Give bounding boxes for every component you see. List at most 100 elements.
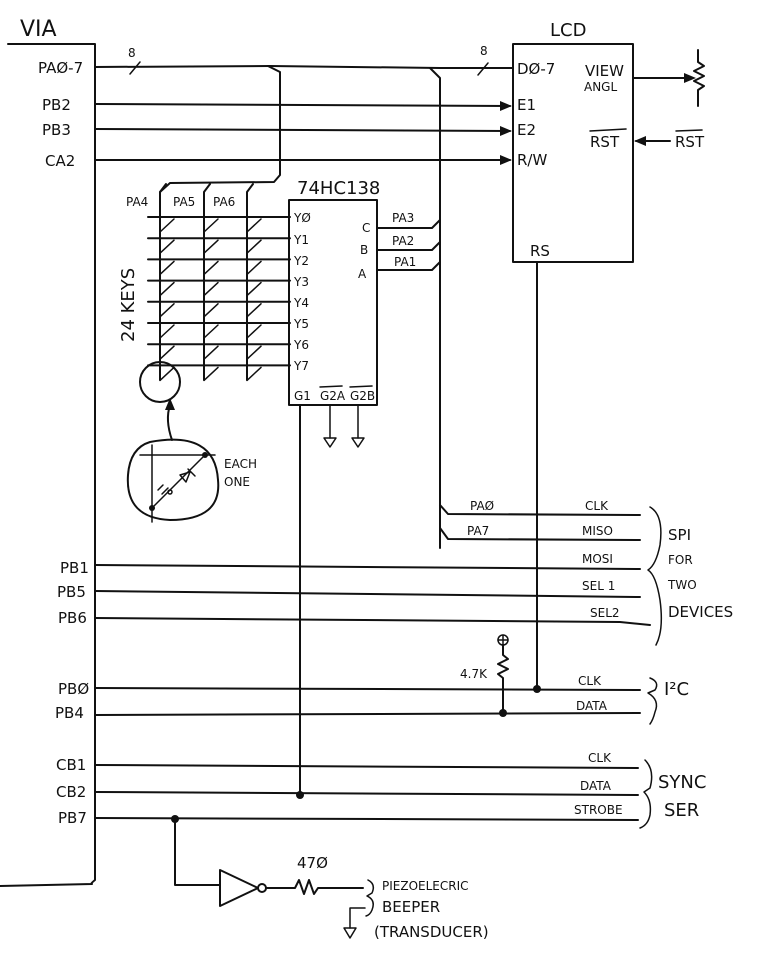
junction-rs-clk — [533, 685, 541, 693]
vcc-cross-icon — [497, 634, 509, 646]
keypad-key-diagonal — [159, 281, 175, 297]
wire-pb0-clk — [94, 687, 641, 691]
key-zoom-arrow-head-icon — [165, 398, 175, 410]
junction-pullup-data — [499, 709, 507, 717]
wire-label-pa7: PA7 — [467, 524, 489, 538]
keypad-key-diagonal — [159, 345, 175, 360]
spi-signal-sel2: SEL2 — [590, 606, 620, 620]
wire-pa0-7-bus — [94, 65, 513, 69]
wire-spi-miso — [439, 527, 641, 541]
wire-pb4-data — [94, 712, 641, 716]
keypad-key-diagonal — [246, 281, 262, 297]
keypad-key-diagonal — [246, 324, 262, 339]
wire-pb1-mosi — [94, 564, 641, 570]
wire-bus-right-vertical — [429, 67, 441, 549]
spi-label-line2: FOR — [668, 553, 693, 567]
detail-node-bottom — [149, 505, 155, 511]
decoder-block: 74HC138 YØ Y1 Y2 Y3 Y4 Y5 Y6 Y7 C B A G1… — [288, 178, 441, 796]
sync-serial-group: CLK DATA STROBE SYNC SER — [94, 751, 706, 829]
lcd-pin-angl: ANGL — [584, 80, 617, 94]
wire-pb2-e1 — [94, 103, 511, 107]
keypad-column-line — [159, 183, 167, 381]
keypad-key-diagonal — [203, 324, 219, 339]
arrow-e2-icon — [500, 126, 512, 136]
beeper-brace — [365, 879, 375, 917]
arrow-e1-icon — [500, 101, 512, 111]
wire-cb2-data — [94, 791, 639, 796]
decoder-g1: G1 — [294, 389, 311, 403]
wire-pb3-e2 — [94, 128, 511, 132]
spi-signal-mosi: MOSI — [582, 552, 613, 566]
keypad-key-diagonal — [203, 345, 219, 360]
via-pin-pb2: PB2 — [42, 96, 71, 114]
wire-pb7-strobe — [94, 817, 639, 821]
decoder-g2b: G2B — [350, 389, 375, 403]
wire-pa1-a — [376, 261, 441, 271]
spi-signal-clk: CLK — [585, 499, 609, 513]
lcd-pin-e1: E1 — [517, 96, 536, 114]
junction-g1-cb2 — [296, 791, 304, 799]
keypad-column-line — [246, 183, 254, 381]
diode-icon — [179, 471, 191, 483]
keypad-key-diagonal — [159, 239, 175, 254]
spi-group: PAØ PA7 CLK MISO MOSI SEL 1 SEL2 SPI FOR… — [94, 499, 733, 646]
arrow-rw-icon — [500, 155, 512, 165]
detail-node-top — [202, 452, 208, 458]
decoder-y6: Y6 — [293, 338, 309, 352]
decoder-g2a: G2A — [320, 389, 346, 403]
i2c-signal-clk: CLK — [578, 674, 602, 688]
inverter-bubble-icon — [257, 883, 267, 893]
via-pin-pb7: PB7 — [58, 809, 87, 827]
key-zoom-arrow — [166, 404, 173, 441]
decoder-y1: Y1 — [293, 233, 309, 247]
via-pin-pb3: PB3 — [42, 121, 71, 139]
key-zoom-circle — [139, 361, 181, 403]
wire-pa3-c — [376, 219, 441, 229]
sync-signal-strobe: STROBE — [574, 803, 623, 817]
detail-label-each: EACH — [224, 457, 257, 471]
wire-bus-to-keypad — [159, 65, 281, 193]
keypad-key-diagonal — [246, 345, 262, 360]
bus-slash-via — [129, 61, 141, 75]
lcd-block: LCD DØ-7 E1 E2 R/W RS VIEW ANGL RST RST — [512, 20, 705, 690]
sync-brace — [639, 759, 653, 829]
sync-label-line2: SER — [664, 800, 699, 821]
keypad-key-diagonal — [203, 281, 219, 297]
via-pin-cb1: CB1 — [56, 756, 86, 774]
detail-label-one: ONE — [224, 475, 250, 489]
decoder-title: 74HC138 — [297, 178, 380, 199]
keypad-key-diagonal — [246, 366, 262, 382]
switch-contact-icon — [167, 489, 173, 495]
keypad-key-diagonal — [203, 303, 219, 318]
g2a-overbar — [319, 385, 343, 388]
sync-signal-clk: CLK — [588, 751, 612, 765]
wire-label-pa1: PA1 — [394, 255, 416, 269]
rst-input-overbar — [675, 129, 703, 132]
wire-pb6-sel2 — [94, 617, 651, 626]
arrow-rst-icon — [634, 136, 646, 146]
keypad-key-diagonal — [159, 303, 175, 318]
keypad-key-diagonal — [203, 239, 219, 254]
wire-cb1-clk — [94, 764, 639, 769]
keypad-col-pa4: PA4 — [126, 195, 148, 209]
via-title: VIA — [20, 17, 57, 42]
keypad-matrix: PA4 PA5 PA6 24 KEYS EACH ONE — [118, 183, 291, 523]
lcd-pin-rs: RS — [530, 242, 550, 260]
keypad-key-diagonal — [203, 366, 219, 382]
via-pin-pb5: PB5 — [57, 583, 86, 601]
lcd-pin-rst: RST — [590, 133, 620, 151]
sync-label-line1: SYNC — [658, 772, 706, 793]
switch-icon — [157, 484, 169, 495]
sync-signal-data: DATA — [580, 779, 612, 793]
via-block: VIA PAØ-7 PB2 PB3 CA2 PB1 PB5 PB6 PBØ PB… — [0, 17, 96, 887]
beeper-group: 47Ø PIEZOELECRIC BEEPER (TRANSDUCER) — [171, 815, 489, 941]
via-outline — [0, 43, 96, 887]
rst-overbar — [589, 128, 627, 132]
keypad-key-diagonal — [159, 324, 175, 339]
via-pin-pb0: PBØ — [58, 680, 89, 698]
keypad-label: 24 KEYS — [118, 268, 139, 342]
pullup-resistor-icon — [497, 644, 509, 713]
keypad-key-diagonal — [246, 218, 262, 233]
potentiometer-icon — [693, 49, 705, 107]
via-pin-pb1: PB1 — [60, 559, 89, 577]
